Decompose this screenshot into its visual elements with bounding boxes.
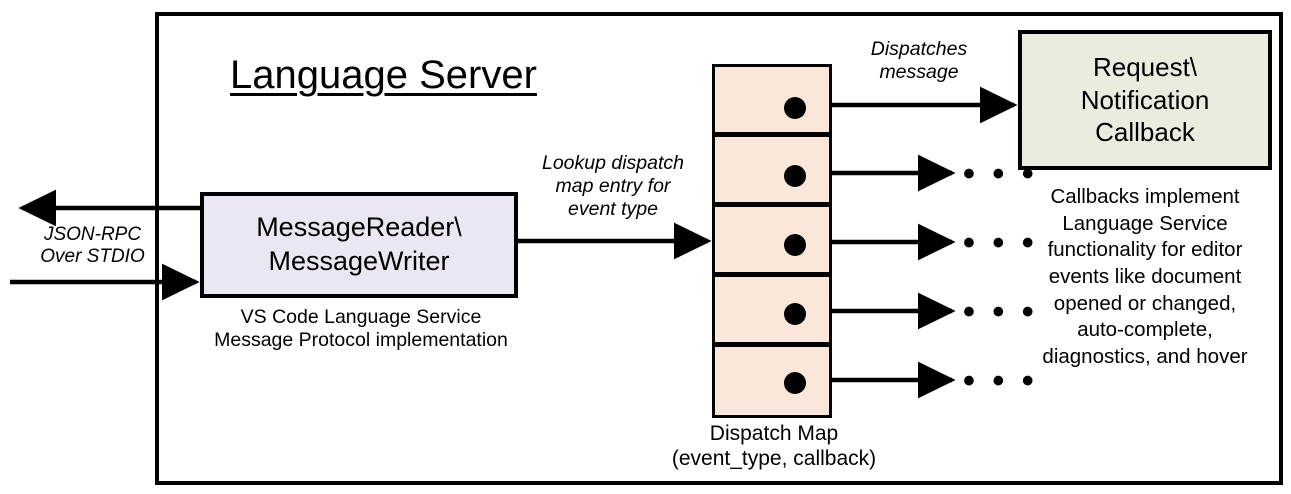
- dispatch-map-dot-4: [784, 303, 806, 325]
- dispatch-map-cell-4[interactable]: [712, 274, 832, 345]
- page-title: Language Server: [230, 53, 537, 97]
- dispatch-map[interactable]: [712, 64, 832, 418]
- dispatch-map-dot-2: [784, 165, 806, 187]
- request-notification-callback-label: Request\ Notification Callback: [1080, 52, 1210, 148]
- request-notification-callback-box[interactable]: Request\ Notification Callback: [1018, 30, 1272, 170]
- dispatch-map-cell-5[interactable]: [712, 344, 832, 418]
- lookup-edge-label: Lookup dispatch map entry for event type: [541, 152, 685, 220]
- language-server-frame: [155, 12, 1283, 485]
- ellipsis-3: • • •: [963, 224, 1038, 262]
- dispatch-map-caption: Dispatch Map (event_type, callback): [671, 422, 877, 470]
- dispatch-map-cell-3[interactable]: [712, 204, 832, 275]
- ellipsis-4: • • •: [963, 293, 1038, 331]
- dispatch-edge-label: Dispatches message: [870, 38, 968, 83]
- ellipsis-5: • • •: [963, 362, 1038, 400]
- message-reader-writer-label: MessageReader\ MessageWriter: [256, 212, 462, 276]
- jsonrpc-transport-label: JSON-RPC Over STDIO: [40, 224, 145, 268]
- dispatch-map-dot-3: [784, 234, 806, 256]
- dispatch-map-cell-2[interactable]: [712, 134, 832, 205]
- message-reader-writer-caption: VS Code Language Service Message Protoco…: [214, 306, 508, 351]
- dispatch-map-dot-1: [784, 97, 806, 119]
- message-reader-writer-box[interactable]: MessageReader\ MessageWriter: [200, 192, 518, 298]
- callback-caption: Callbacks implement Language Service fun…: [1042, 185, 1248, 368]
- dispatch-map-cell-1[interactable]: [712, 64, 832, 135]
- dispatch-map-dot-5: [784, 372, 806, 394]
